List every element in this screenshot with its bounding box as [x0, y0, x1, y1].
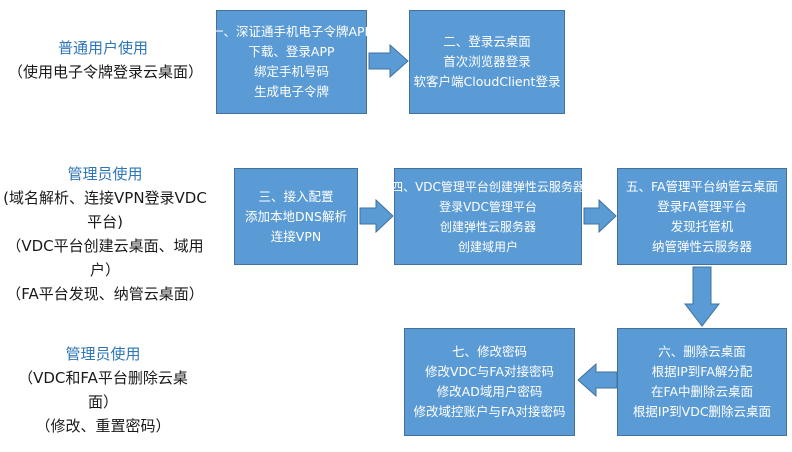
- arrow-right-icon: [359, 199, 394, 233]
- group-line: （FA平台发现、纳管云桌面）: [6, 285, 204, 303]
- arrow-left-icon: [577, 363, 618, 397]
- step-title: 一、深证通手机电子令牌APP: [210, 24, 373, 39]
- step-line: 绑定手机号码: [253, 64, 329, 79]
- arrow-right-icon: [368, 44, 409, 78]
- step-line: 连接VPN: [270, 228, 322, 244]
- group-line: （修改、重置密码）: [35, 417, 171, 435]
- step-line: 创建弹性云服务器: [439, 219, 536, 234]
- arrow-right-icon: [583, 199, 617, 233]
- group-title: 普通用户使用: [57, 39, 148, 57]
- step-2-box: 二、登录云桌面 首次浏览器登录 软客户端CloudClient登录: [409, 10, 565, 114]
- step-title: 三、接入配置: [258, 188, 334, 204]
- step-line: 纳管弹性云服务器: [651, 238, 752, 254]
- step-line: 生成电子令牌: [253, 84, 329, 99]
- step-title: 六、删除云桌面: [658, 344, 746, 359]
- step-6-box: 六、删除云桌面 根据IP到FA解分配 在FA中删除云桌面 根据IP到VDC删除云…: [617, 328, 787, 436]
- step-line: 创建域用户: [457, 239, 518, 254]
- step-line: 软客户端CloudClient登录: [413, 74, 561, 89]
- step-title: 五、FA管理平台纳管云桌面: [625, 178, 779, 194]
- group-line: (域名解析、连接VPN登录VDC平台): [3, 189, 207, 231]
- step-title: 四、VDC管理平台创建弹性云服务器: [391, 179, 585, 194]
- arrow-down-icon: [684, 266, 720, 327]
- group-title: 管理员使用: [65, 345, 141, 363]
- step-line: 修改AD域用户密码: [436, 384, 543, 399]
- step-title: 七、修改密码: [451, 344, 527, 359]
- step-line: 在FA中删除云桌面: [650, 384, 754, 399]
- group-line: （VDC平台创建云桌面、域用户）: [6, 237, 204, 279]
- step-line: 下载、登录APP: [248, 44, 335, 59]
- group-admin-maintenance: 管理员使用 （VDC和FA平台删除云桌面） （修改、重置密码）: [8, 342, 198, 438]
- step-line: 登录FA管理平台: [657, 198, 747, 214]
- step-3-box: 三、接入配置 添加本地DNS解析 连接VPN: [234, 168, 358, 265]
- step-4-box: 四、VDC管理平台创建弹性云服务器 登录VDC管理平台 创建弹性云服务器 创建域…: [391, 168, 585, 265]
- group-title: 管理员使用: [67, 165, 143, 183]
- step-line: 根据IP到FA解分配: [651, 364, 753, 379]
- step-line: 修改VDC与FA对接密码: [425, 364, 554, 379]
- step-line: 首次浏览器登录: [443, 54, 531, 69]
- step-line: 登录VDC管理平台: [439, 199, 537, 214]
- group-admin-setup: 管理员使用 (域名解析、连接VPN登录VDC平台) （VDC平台创建云桌面、域用…: [0, 162, 210, 306]
- step-line: 发现托管机: [670, 218, 734, 234]
- step-title: 二、登录云桌面: [443, 34, 531, 49]
- group-line: （VDC和FA平台删除云桌面）: [18, 369, 188, 411]
- step-1-box: 一、深证通手机电子令牌APP 下载、登录APP 绑定手机号码 生成电子令牌: [211, 10, 372, 114]
- group-line: （使用电子令牌登录云桌面）: [8, 63, 204, 81]
- group-normal-user: 普通用户使用 （使用电子令牌登录云桌面）: [8, 36, 204, 84]
- step-line: 根据IP到VDC删除云桌面: [632, 404, 772, 419]
- step-5-box: 五、FA管理平台纳管云桌面 登录FA管理平台 发现托管机 纳管弹性云服务器: [617, 168, 787, 265]
- step-line: 添加本地DNS解析: [245, 208, 347, 224]
- step-7-box: 七、修改密码 修改VDC与FA对接密码 修改AD域用户密码 修改域控账户与FA对…: [404, 328, 575, 436]
- step-line: 修改域控账户与FA对接密码: [413, 404, 566, 419]
